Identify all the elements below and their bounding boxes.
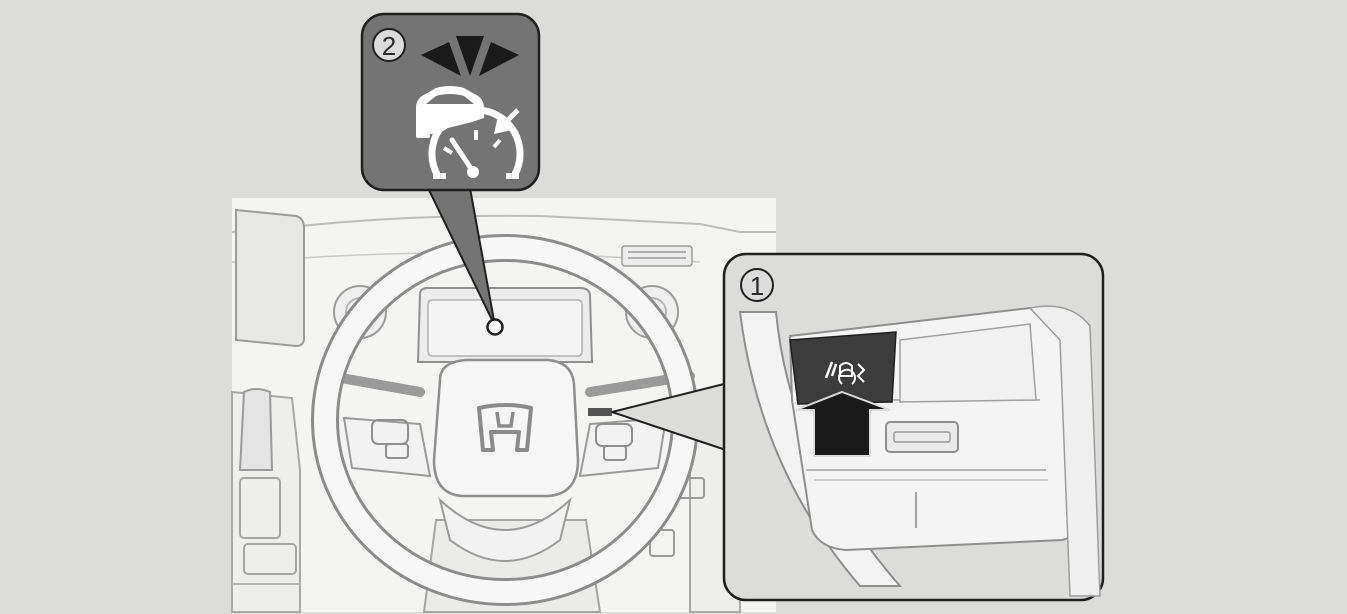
zoom-rocker-switch xyxy=(885,421,959,453)
honda-logo-icon xyxy=(477,403,533,452)
lane-keeping-assist-button-icon xyxy=(824,361,866,385)
callout-one-number-badge xyxy=(740,268,774,302)
gear-selector xyxy=(238,388,274,471)
speed-reduce-arrow-icon xyxy=(494,108,520,134)
front-vehicle-icon xyxy=(416,86,484,138)
lane-keeping-assist-button xyxy=(789,331,897,405)
callout-two: 2 xyxy=(360,12,541,192)
callout-one: 1 xyxy=(722,252,1105,602)
callout-one-number: 1 xyxy=(750,271,764,301)
meter-target-marker xyxy=(486,318,504,336)
press-arrow-icon xyxy=(795,390,891,457)
infotainment-screen xyxy=(235,208,305,348)
warning-chevrons-icon xyxy=(421,36,519,76)
speedometer-icon xyxy=(428,106,524,179)
callout-two-number: 2 xyxy=(382,31,396,61)
air-vent-right xyxy=(621,245,693,267)
lkas-button-small xyxy=(588,408,612,416)
callout-two-number-badge xyxy=(372,28,406,62)
dash-top-contour xyxy=(231,214,776,233)
